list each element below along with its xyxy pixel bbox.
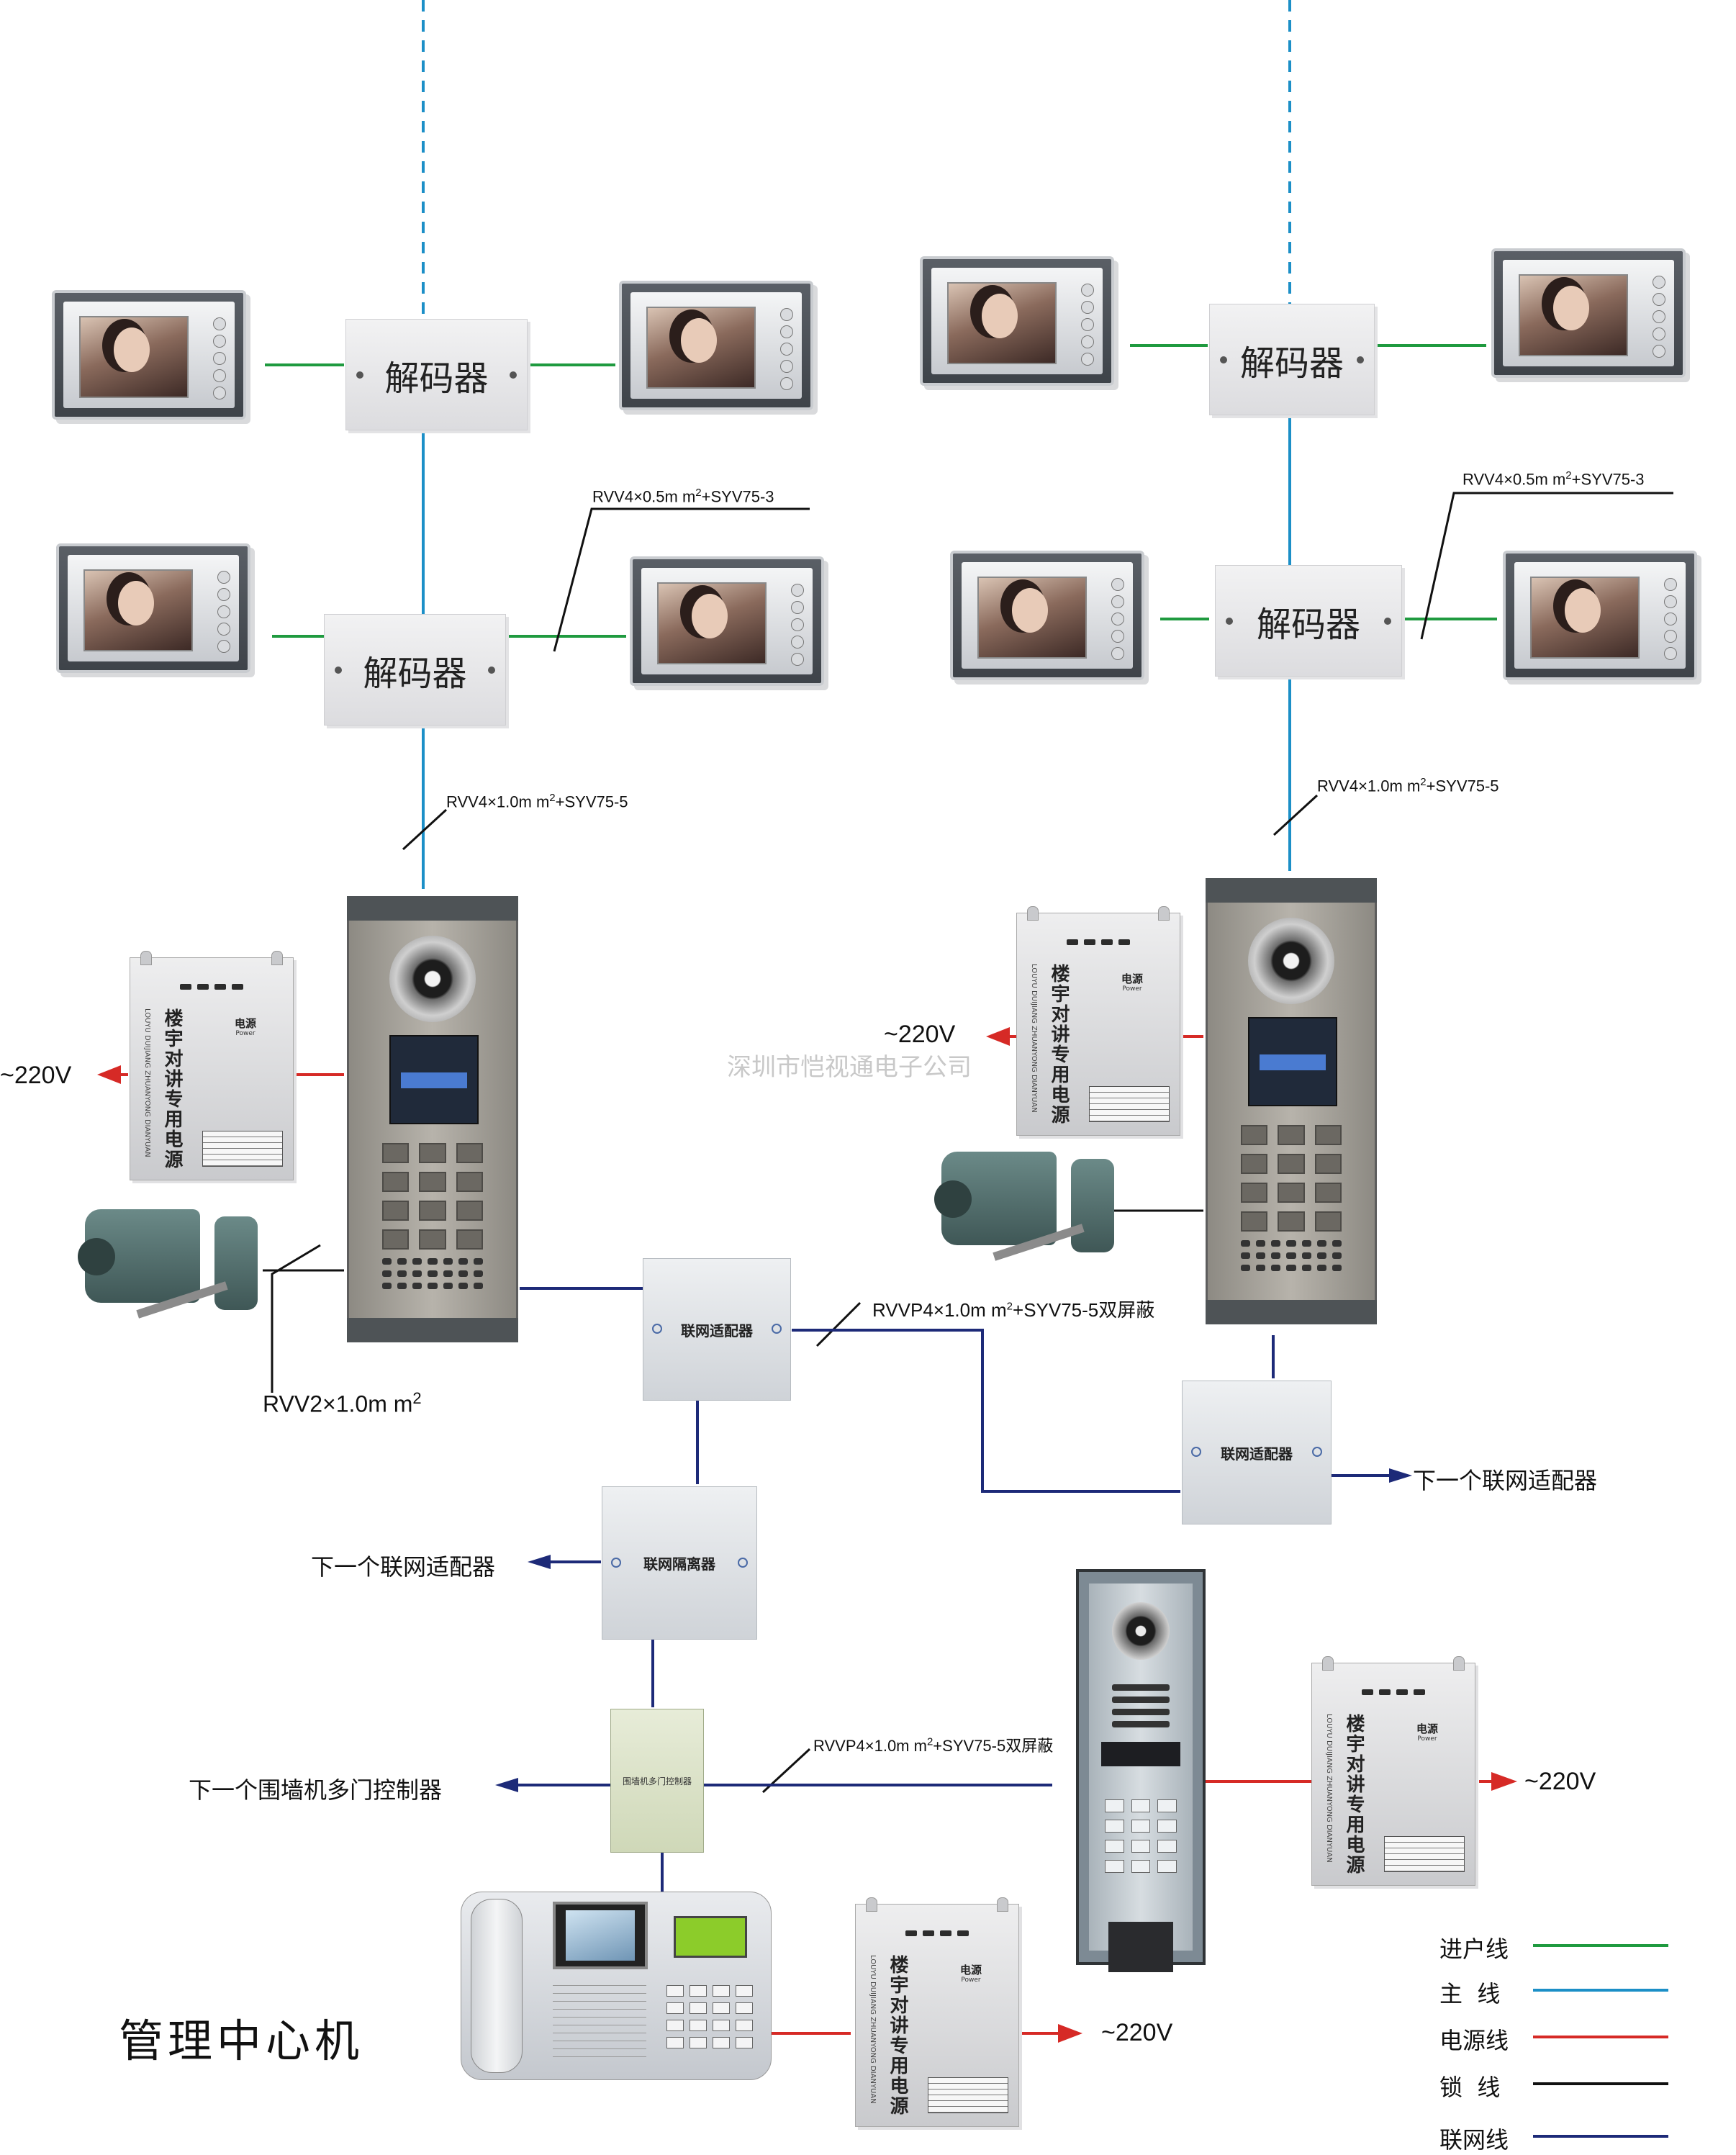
- decoder-label: 解码器: [363, 653, 467, 694]
- psu-label-en: Power: [961, 1976, 981, 1984]
- psu-label-cn: 电源: [234, 1017, 256, 1030]
- decoder-label: 解码器: [1256, 604, 1360, 645]
- cable-label-rvvp-bottom: RVVP4×1.0m m2+SYV75-5双屏蔽: [813, 1735, 1054, 1755]
- cable-label-rvv2: RVV2×1.0m m2: [263, 1389, 422, 1417]
- voltage-label-left: ~220V: [0, 1062, 72, 1089]
- cable-label-rvvp-top: RVVP4×1.0m m2+SYV75-5双屏蔽: [872, 1299, 1155, 1321]
- psu-label-cn: 电源: [959, 1964, 982, 1976]
- psu-label-cn: 电源: [1416, 1722, 1438, 1735]
- indoor-monitor-l1-right: [619, 281, 813, 410]
- net-adapter-to-right-adapter: [792, 1329, 1180, 1493]
- outdoor-station-left: [347, 896, 518, 1342]
- psu-label-en: Power: [1122, 985, 1142, 993]
- legend-item-1: 进户线: [1439, 1935, 1509, 1963]
- voltage-label-wall: ~220V: [1524, 1768, 1596, 1795]
- legend-item-2: 主 线: [1439, 1980, 1501, 2007]
- voltage-label-right: ~220V: [884, 1021, 956, 1048]
- callout-rvv4-05-left: [553, 507, 810, 652]
- indoor-monitor-r2-right: [1503, 551, 1697, 680]
- network-isolator: 联网隔离器: [602, 1486, 757, 1640]
- arrow-220v-right: [986, 1027, 1010, 1046]
- indoor-monitor-r1-right: [1491, 248, 1686, 378]
- psu-label-en: Power: [1417, 1735, 1437, 1743]
- psu-title: 楼宇对讲专用电源: [1048, 964, 1070, 1125]
- cable-label-rvv4-05-left: RVV4×0.5m m2+SYV75-3: [592, 487, 774, 506]
- decoder-label: 解码器: [1239, 343, 1344, 384]
- wall-door-controller: 围墙机多门控制器: [610, 1709, 704, 1853]
- power-supply-wall: 楼宇对讲专用电源 LOUYU DUIJIANG ZHUANYONG DIANYU…: [1311, 1656, 1475, 1886]
- arrow-220v-left: [97, 1065, 121, 1084]
- callout-rvv4-05-right: [1420, 492, 1673, 640]
- network-adapter-right: 联网适配器: [1182, 1381, 1332, 1524]
- next-wall-controller-label: 下一个围墙机多门控制器: [189, 1776, 443, 1804]
- power-supply-console: 楼宇对讲专用电源 LOUYU DUIJIANG ZHUANYONG DIANYU…: [855, 1897, 1019, 2127]
- decoder-right-1: 解码器: [1209, 304, 1375, 415]
- psu-pinyin: LOUYU DUIJIANG ZHUANYONG DIANYUAN: [143, 1008, 151, 1157]
- watermark-text: 深圳市恺视通电子公司: [727, 1053, 972, 1082]
- callout-rvvp-top: [815, 1301, 862, 1347]
- next-adapter-label-right: 下一个联网适配器: [1413, 1467, 1598, 1494]
- network-adapter-center: 联网适配器: [643, 1258, 791, 1401]
- indoor-monitor-l2-left: [56, 543, 250, 673]
- psu-label-en: Power: [235, 1030, 256, 1037]
- legend-item-5: 联网线: [1439, 2126, 1509, 2154]
- callout-rvv2: [271, 1244, 321, 1393]
- psu-pinyin: LOUYU DUIJIANG ZHUANYONG DIANYUAN: [869, 1955, 877, 2104]
- decoder-right-2: 解码器: [1215, 565, 1402, 677]
- power-supply-right: 楼宇对讲专用电源 LOUYU DUIJIANG ZHUANYONG DIANYU…: [1016, 906, 1180, 1136]
- psu-pinyin: LOUYU DUIJIANG ZHUANYONG DIANYUAN: [1325, 1714, 1333, 1863]
- legend-item-3: 电源线: [1439, 2027, 1509, 2054]
- wall-station: [1076, 1569, 1206, 1972]
- psu-label-cn: 电源: [1121, 972, 1143, 985]
- psu-title: 楼宇对讲专用电源: [1343, 1714, 1365, 1875]
- callout-rvv4-10-left: [402, 808, 448, 851]
- management-center-title: 管理中心机: [119, 2015, 364, 2067]
- callout-rvv4-10-right: [1272, 794, 1319, 836]
- indoor-monitor-r2-left: [950, 551, 1144, 680]
- cable-label-rvv4-05-right: RVV4×0.5m m2+SYV75-3: [1463, 469, 1645, 489]
- decoder-label: 解码器: [384, 358, 489, 399]
- cable-label-rvv4-10-left: RVV4×1.0m m2+SYV75-5: [446, 792, 628, 811]
- cable-label-rvv4-10-right: RVV4×1.0m m2+SYV75-5: [1317, 776, 1499, 795]
- indoor-monitor-l1-left: [52, 290, 246, 420]
- next-adapter-label-left: 下一个联网适配器: [311, 1553, 496, 1581]
- indoor-monitor-l2-right: [630, 556, 824, 686]
- decoder-left-2: 解码器: [324, 614, 506, 726]
- indoor-monitor-r1-left: [920, 256, 1114, 386]
- legend-item-4: 锁 线: [1439, 2074, 1501, 2101]
- psu-title: 楼宇对讲专用电源: [161, 1008, 183, 1170]
- outdoor-station-right: [1206, 878, 1377, 1324]
- psu-pinyin: LOUYU DUIJIANG ZHUANYONG DIANYUAN: [1030, 964, 1038, 1113]
- decoder-left-1: 解码器: [345, 319, 528, 430]
- voltage-label-console: ~220V: [1101, 2019, 1173, 2046]
- power-supply-left: 楼宇对讲专用电源 LOUYU DUIJIANG ZHUANYONG DIANYU…: [130, 951, 294, 1180]
- psu-title: 楼宇对讲专用电源: [887, 1955, 908, 2116]
